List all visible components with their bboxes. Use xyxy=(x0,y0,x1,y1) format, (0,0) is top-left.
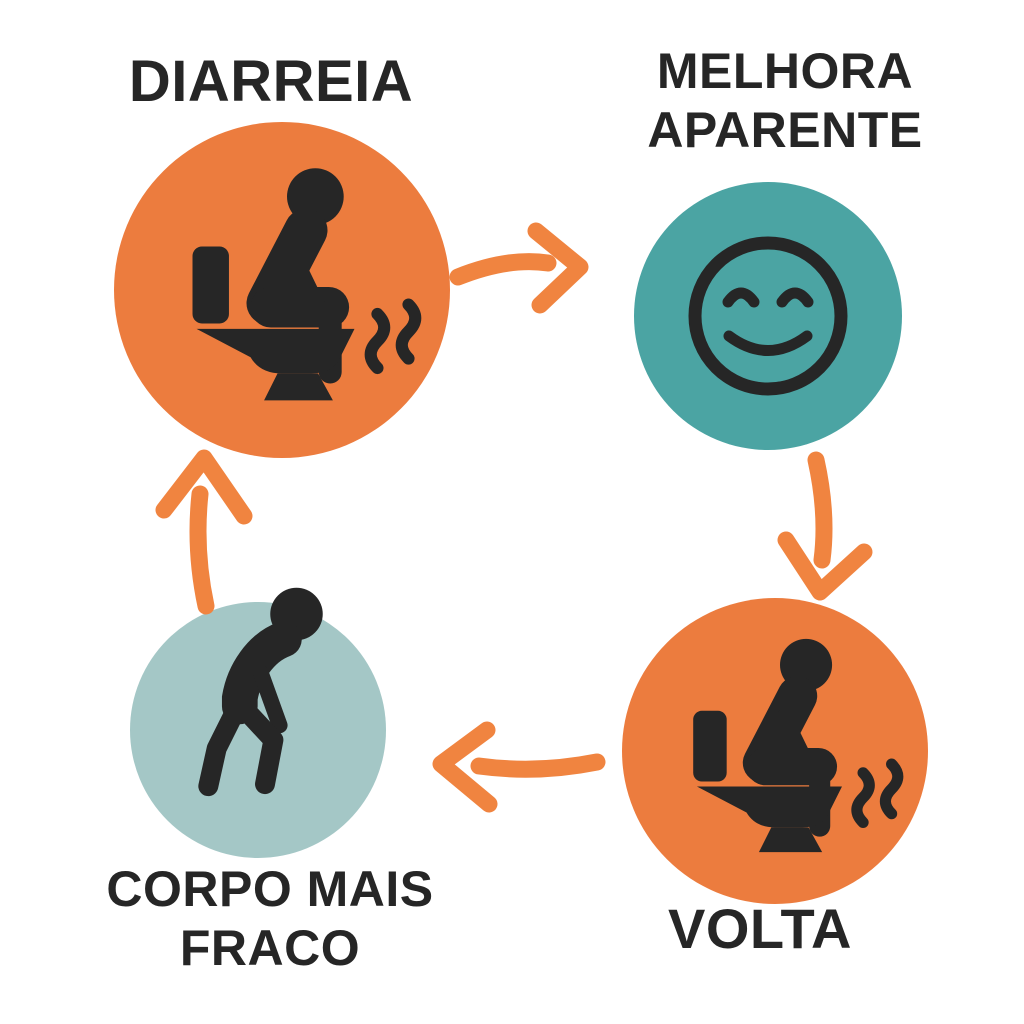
label-volta: VOLTA xyxy=(668,897,852,960)
person-on-toilet-icon xyxy=(192,168,422,401)
arrow-right-icon xyxy=(449,222,589,314)
node-corpo-mais-fraco-circle xyxy=(130,587,386,858)
arrow-left-icon xyxy=(432,721,606,813)
label-diarreia: DIARREIA xyxy=(128,49,414,114)
node-diarreia-circle xyxy=(114,122,450,458)
node-volta-circle xyxy=(622,598,928,904)
weak-person-icon xyxy=(198,587,323,797)
arrow-down-icon xyxy=(777,451,873,601)
label-corpo-mais-fraco: CORPO MAIS FRACO xyxy=(106,861,434,976)
label-melhora-aparente: MELHORA APARENTE xyxy=(647,43,923,158)
smiley-face-icon xyxy=(688,236,848,396)
node-melhora-aparente-circle xyxy=(634,182,902,450)
arrow-up-icon xyxy=(155,449,253,615)
person-on-toilet-icon xyxy=(693,638,904,853)
